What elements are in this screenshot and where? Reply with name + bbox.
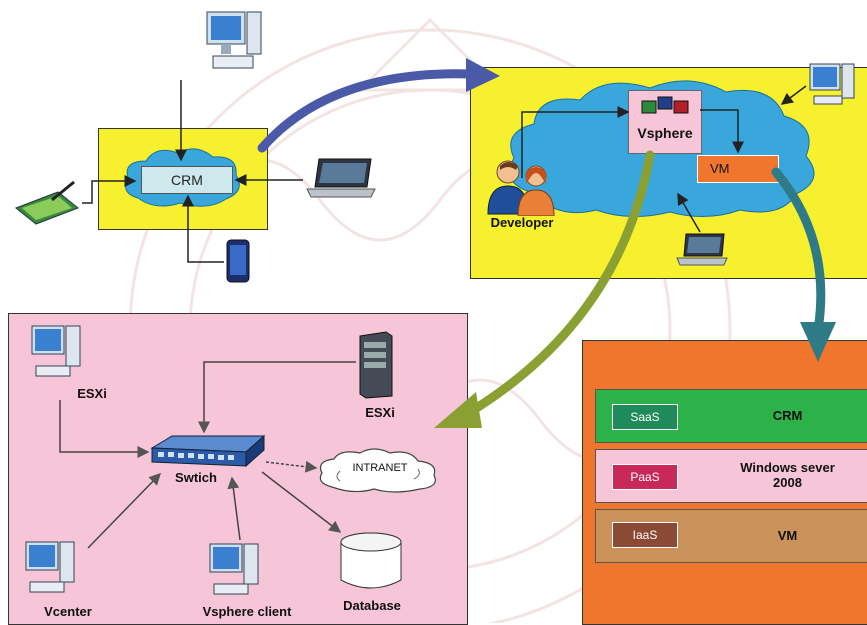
- iaas-value: VM: [777, 528, 798, 543]
- esxi-right-server-icon: [356, 330, 396, 400]
- developer-label: Developer: [490, 215, 554, 230]
- tier-saas: SaaS CRM: [595, 389, 867, 443]
- iaas-tag-label: IaaS: [632, 528, 658, 542]
- intranet-label: INTRANET: [352, 462, 408, 474]
- tablet-pen-icon: [12, 178, 82, 228]
- vcenter-label: Vcenter: [44, 604, 92, 619]
- intranet-cloud-icon: [319, 448, 436, 493]
- esxi-right-label: ESXi: [365, 405, 395, 420]
- esxi-left-label: ESXi: [77, 386, 107, 401]
- paas-tag: PaaS: [612, 464, 678, 490]
- developer-users-icon: [480, 158, 566, 217]
- smartphone-icon: [224, 238, 252, 284]
- cloud-laptop-icon: [676, 232, 728, 268]
- crm-label: CRM: [171, 172, 203, 188]
- laptop-icon: [305, 155, 377, 201]
- database-icon: [340, 532, 402, 589]
- desktop-computer-icon: [203, 8, 267, 76]
- server-cluster-icon: [641, 96, 689, 114]
- paas-tag-label: PaaS: [630, 470, 660, 484]
- vm-label: VM: [710, 161, 730, 176]
- cloud-desktop-icon: [806, 60, 862, 110]
- tier-paas: PaaS Windows sever 2008: [595, 449, 867, 503]
- network-switch-icon: [150, 434, 266, 470]
- tier-iaas: IaaS VM: [595, 509, 867, 563]
- vsphere-label: Vsphere: [637, 125, 693, 141]
- paas-value: Windows sever 2008: [740, 460, 835, 490]
- database-label: Database: [343, 598, 401, 613]
- vcenter-computer-icon: [22, 538, 82, 598]
- saas-tag-label: SaaS: [630, 410, 660, 424]
- service-stack-panel: SaaS CRM PaaS Windows sever 2008 IaaS VM: [582, 340, 867, 625]
- saas-value: CRM: [772, 408, 803, 423]
- vsphere-client-label: Vsphere client: [202, 604, 292, 619]
- saas-tag: SaaS: [612, 404, 678, 430]
- vsphere-client-computer-icon: [206, 540, 266, 600]
- vm-box[interactable]: VM: [697, 155, 779, 183]
- switch-label: Swtich: [175, 470, 217, 485]
- iaas-tag: IaaS: [612, 522, 678, 548]
- vsphere-box[interactable]: Vsphere: [628, 90, 702, 154]
- esxi-left-computer-icon: [28, 322, 88, 382]
- crm-box[interactable]: CRM: [141, 166, 233, 194]
